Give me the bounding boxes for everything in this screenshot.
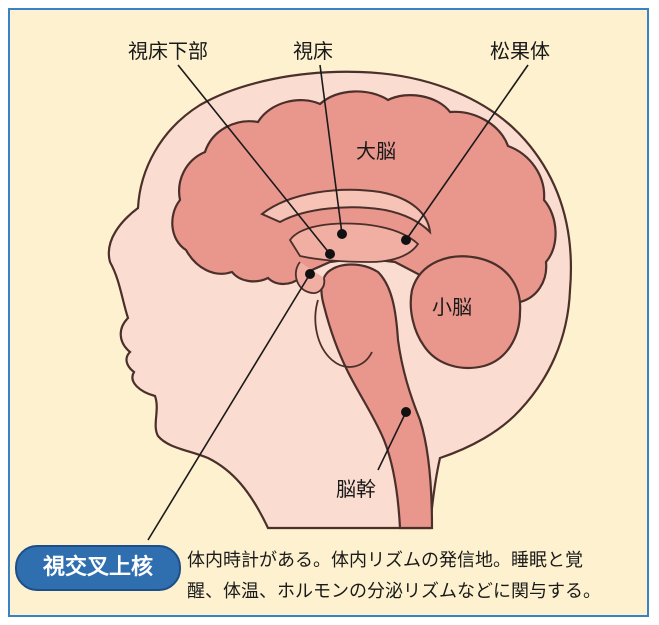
brainstem-shape: [320, 263, 434, 530]
scn-description-line2: 醒、体温、ホルモンの分泌リズムなどに関与する。: [187, 581, 601, 602]
marker-dots: [305, 229, 411, 417]
dot-scn: [305, 269, 315, 279]
cerebellum-shape: [409, 255, 522, 370]
leader-pineal: [405, 64, 529, 241]
dot-hypothalamus: [325, 249, 335, 259]
label-thalamus: 視床: [293, 39, 333, 63]
corpus-callosum: [260, 188, 432, 235]
label-brainstem: 脳幹: [336, 477, 376, 501]
label-pineal: 松果体: [490, 39, 550, 63]
pons-shape: [314, 299, 373, 368]
dot-brainstem: [401, 407, 411, 417]
scn-description-line1: 体内時計がある。体内リズムの発信地。睡眠と覚: [187, 550, 583, 571]
scn-badge: 視交叉上核: [15, 545, 181, 591]
dot-thalamus: [337, 229, 347, 239]
leader-lines: [147, 64, 529, 541]
label-hypothalamus: 視床下部: [128, 39, 208, 63]
leader-thalamus: [319, 64, 343, 235]
scn-description: 体内時計がある。体内リズムの発信地。睡眠と覚 醒、体温、ホルモンの分泌リズムなど…: [187, 545, 647, 607]
leader-scn: [147, 273, 311, 541]
dot-pineal: [401, 235, 411, 245]
label-cerebellum: 小脳: [432, 295, 472, 319]
label-cerebrum: 大脳: [356, 139, 396, 163]
leader-hypothalamus: [177, 64, 331, 255]
thalamus-region: [288, 222, 420, 263]
leader-brainstem: [377, 411, 407, 471]
